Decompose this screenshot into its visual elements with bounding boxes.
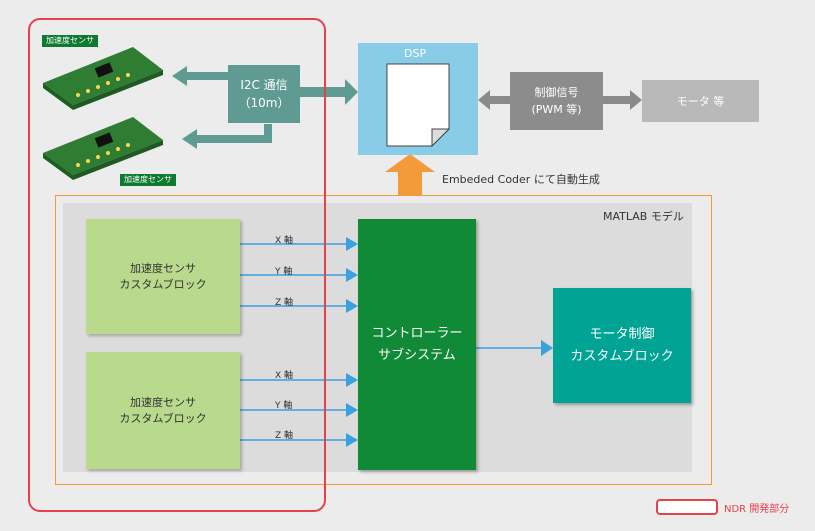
motor-control-custom-block: モータ制御 カスタムブロック bbox=[553, 288, 691, 403]
arrowhead-z1 bbox=[346, 299, 358, 313]
arrowhead-y2 bbox=[346, 403, 358, 417]
arrow-i2c-to-sensor-bottom bbox=[182, 124, 272, 149]
axis-label-z-2: Z 軸 bbox=[275, 431, 294, 441]
arrow-codegen-up bbox=[385, 154, 435, 195]
legend-swatch bbox=[656, 499, 718, 515]
arrowhead-controller-to-motor bbox=[541, 340, 553, 356]
sensor-boards-illustration bbox=[43, 47, 163, 180]
axis-label-x-2: X 軸 bbox=[275, 371, 294, 381]
control-arrow bbox=[478, 90, 642, 110]
codegen-arrow bbox=[385, 154, 435, 195]
codegen-label: Embeded Coder にて自動生成 bbox=[442, 173, 600, 186]
signal-arrows bbox=[240, 237, 553, 447]
dsp-label: DSP bbox=[404, 47, 427, 60]
i2c-arrows bbox=[172, 66, 358, 149]
arrowhead-x2 bbox=[346, 373, 358, 387]
document-icon bbox=[386, 63, 450, 147]
arrowhead-z2 bbox=[346, 433, 358, 447]
arrow-i2c-to-dsp bbox=[300, 79, 358, 105]
sensor-board-top bbox=[43, 47, 163, 110]
arrow-motor-side bbox=[603, 90, 642, 110]
ndr-region bbox=[28, 18, 326, 512]
arrow-dsp-side bbox=[478, 90, 510, 110]
motor-box: モータ 等 bbox=[642, 80, 759, 122]
axis-label-x-1: X 軸 bbox=[275, 236, 294, 246]
sensor-custom-block-2: 加速度センサ カスタムブロック bbox=[86, 352, 240, 469]
arrowhead-x1 bbox=[346, 237, 358, 251]
axis-label-y-2: Y 軸 bbox=[275, 401, 293, 411]
control-signal-box: 制御信号 (PWM 等) bbox=[510, 72, 603, 130]
matlab-model-label: MATLAB モデル bbox=[603, 210, 684, 223]
i2c-communication-box: I2C 通信 （10m） bbox=[228, 65, 300, 123]
axis-label-y-1: Y 軸 bbox=[275, 267, 293, 277]
arrow-i2c-to-sensor-top bbox=[172, 66, 228, 86]
sensor-tag-bottom: 加速度センサ bbox=[120, 174, 176, 186]
sensor-board-bottom bbox=[43, 117, 163, 180]
axis-label-z-1: Z 軸 bbox=[275, 298, 294, 308]
legend-label: NDR 開発部分 bbox=[724, 504, 790, 515]
sensor-custom-block-1: 加速度センサ カスタムブロック bbox=[86, 219, 240, 334]
matlab-model-frame bbox=[55, 195, 712, 485]
sensor-tag-top: 加速度センサ bbox=[42, 35, 98, 47]
arrowhead-y1 bbox=[346, 268, 358, 282]
controller-subsystem-block: コントローラー サブシステム bbox=[358, 219, 476, 470]
